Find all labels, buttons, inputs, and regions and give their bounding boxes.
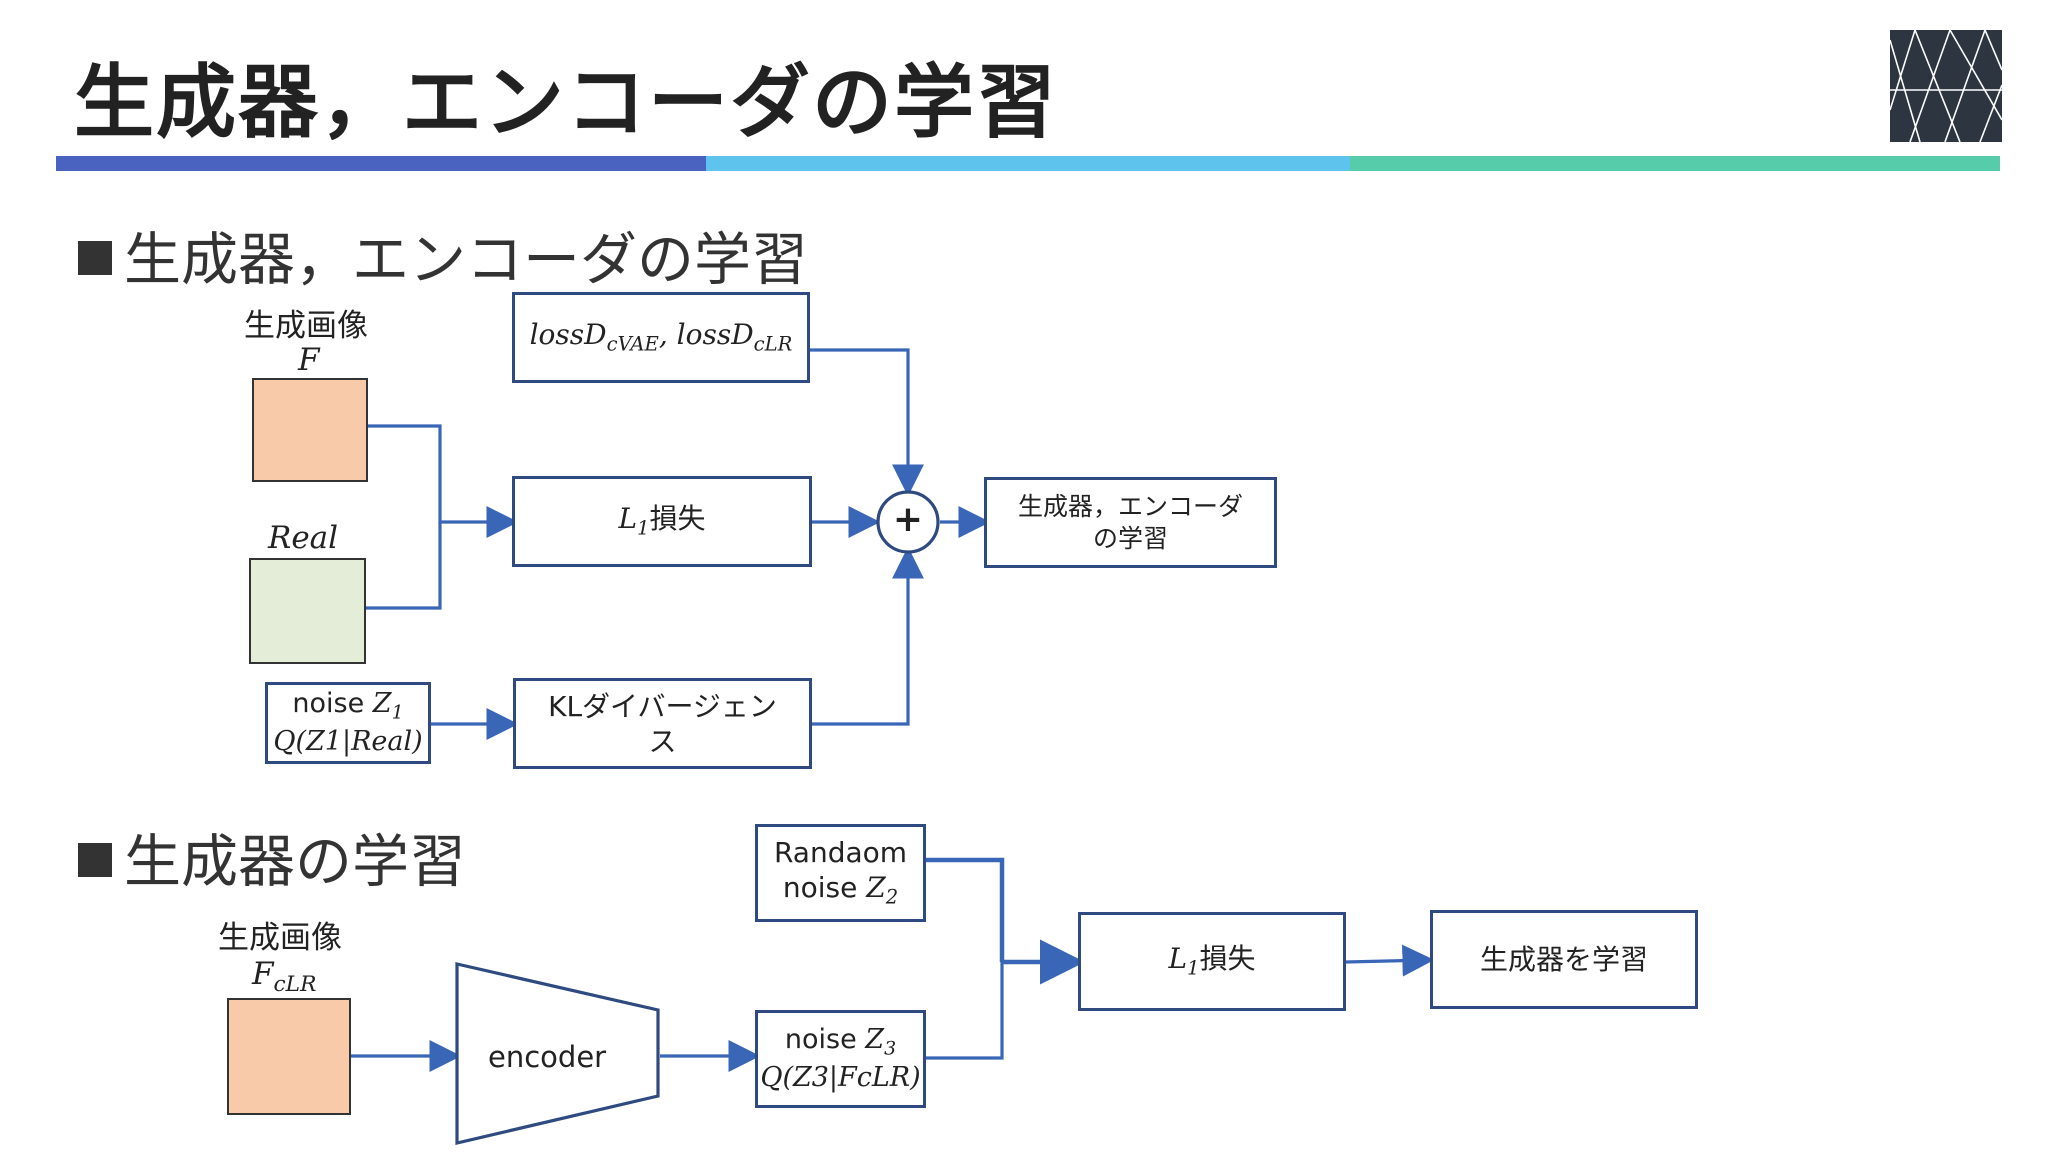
l1-text-2: 損失 (1199, 942, 1256, 976)
sum-node-symbol: + (892, 499, 924, 540)
output2-text: 生成器を学習 (1479, 943, 1648, 976)
fake-image-label: 生成画像 (244, 308, 368, 344)
edge-noise3-to-l1 (926, 962, 1004, 1060)
edge-lossd-to-sum (810, 348, 924, 497)
encoder-label: encoder (488, 1040, 607, 1074)
accent-bar-blue (56, 156, 706, 171)
noise-z1-box: noise Z1 Q(Z1|Real) (265, 682, 431, 764)
edge-fake-to-l1 (366, 424, 519, 538)
random-noise-z2-box: Randaom noise Z2 (755, 824, 926, 922)
edge-l1-to-output (1345, 944, 1435, 977)
edge-kl-to-sum (812, 546, 924, 726)
output1-line-2: の学習 (1092, 523, 1168, 553)
section2-heading: 生成器の学習 (78, 816, 466, 898)
kl-divergence-box: KLダイバージェン ス (513, 678, 812, 769)
random-noise-text: noise (782, 871, 867, 905)
fclr-image-thumbnail (227, 998, 351, 1115)
noise-z1-symbol: Z (372, 688, 392, 720)
slide-title: 生成器，エンコーダの学習 (74, 56, 1058, 149)
bullet-square-icon (78, 241, 112, 275)
accent-bar-cyan (706, 156, 1350, 171)
l1-symbol: L (618, 502, 638, 536)
kl-line-1: KLダイバージェン (548, 689, 777, 723)
random-z2-symbol: Z (866, 871, 886, 905)
l1-subscript-2: 1 (1187, 957, 1200, 981)
real-image-symbol: Real (268, 520, 339, 556)
fclr-image-label: 生成画像 (218, 920, 342, 956)
output-box-2: 生成器を学習 (1430, 910, 1698, 1009)
random-z2-sub: 2 (885, 886, 899, 910)
l1-text: 損失 (649, 502, 706, 536)
kl-line-2: ス (648, 724, 677, 758)
loss-d-sub-2: cLR (753, 333, 793, 357)
sum-node-circle (876, 490, 940, 554)
fake-image-thumbnail (252, 378, 368, 482)
fclr-symbol: F (252, 956, 274, 992)
loss-d-sub-1: cVAE (606, 333, 659, 357)
section1-heading-text: 生成器，エンコーダの学習 (124, 227, 808, 293)
loss-d-box: lossDcVAE, lossDcLR (512, 292, 810, 383)
bullet-square-icon (78, 843, 112, 877)
noise-z1-posterior: Q(Z1|Real) (273, 726, 423, 758)
noise-z3-text: noise (784, 1024, 866, 1056)
l1-loss-box-2: L1損失 (1078, 912, 1346, 1011)
edge-random-to-l1 (926, 857, 1005, 962)
fake-image-symbol: F (298, 342, 320, 378)
fclr-image-symbol: FcLR (252, 956, 316, 997)
noise-z1-sub: 1 (391, 701, 404, 724)
edge-real-to-l1 (366, 522, 442, 610)
encoder-shape (455, 961, 660, 1146)
l1-symbol-2: L (1168, 942, 1188, 976)
noise-z3-box: noise Z3 Q(Z3|FcLR) (755, 1010, 926, 1108)
l1-subscript: 1 (637, 517, 650, 541)
loss-d-text-1: lossD (529, 318, 607, 352)
noise-z1-text: noise (292, 688, 373, 720)
lattice-logo-icon (1889, 29, 2003, 143)
noise-z3-sub: 3 (884, 1037, 897, 1060)
section1-heading: 生成器，エンコーダの学習 (78, 214, 808, 296)
real-image-thumbnail (249, 558, 366, 664)
loss-d-text-2: lossD (676, 318, 754, 352)
l1-loss-box-1: L1損失 (512, 476, 812, 567)
output1-line-1: 生成器，エンコーダ (1017, 492, 1243, 522)
noise-z3-symbol: Z (865, 1024, 885, 1056)
accent-bar-green (1350, 156, 2000, 171)
fclr-subscript: cLR (273, 972, 317, 998)
section2-heading-text: 生成器の学習 (124, 829, 466, 895)
random-line-1: Randaom (773, 836, 908, 870)
noise-z3-posterior: Q(Z3|FcLR) (760, 1062, 921, 1094)
output-box-1: 生成器，エンコーダ の学習 (984, 477, 1277, 568)
loss-d-separator: , (658, 318, 677, 352)
